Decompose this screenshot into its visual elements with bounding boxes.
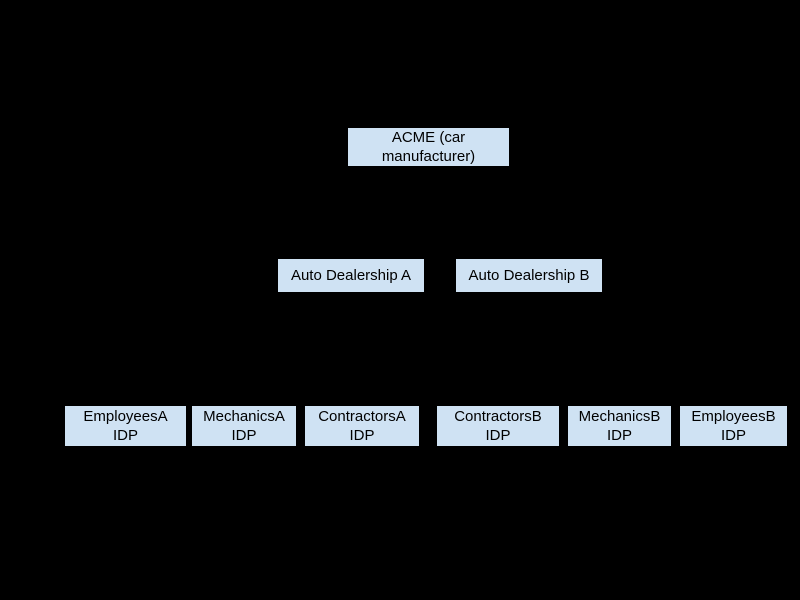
node-employees-b-idp: EmployeesB IDP — [679, 405, 788, 447]
node-employees-a-idp: EmployeesA IDP — [64, 405, 187, 447]
node-auto-dealership-a: Auto Dealership A — [277, 258, 425, 293]
node-mechanics-a-idp: MechanicsA IDP — [191, 405, 297, 447]
node-auto-dealership-b: Auto Dealership B — [455, 258, 603, 293]
node-contractors-a-idp: ContractorsA IDP — [304, 405, 420, 447]
node-acme-car-manufacturer: ACME (car manufacturer) — [347, 127, 510, 167]
node-mechanics-b-idp: MechanicsB IDP — [567, 405, 672, 447]
node-contractors-b-idp: ContractorsB IDP — [436, 405, 560, 447]
